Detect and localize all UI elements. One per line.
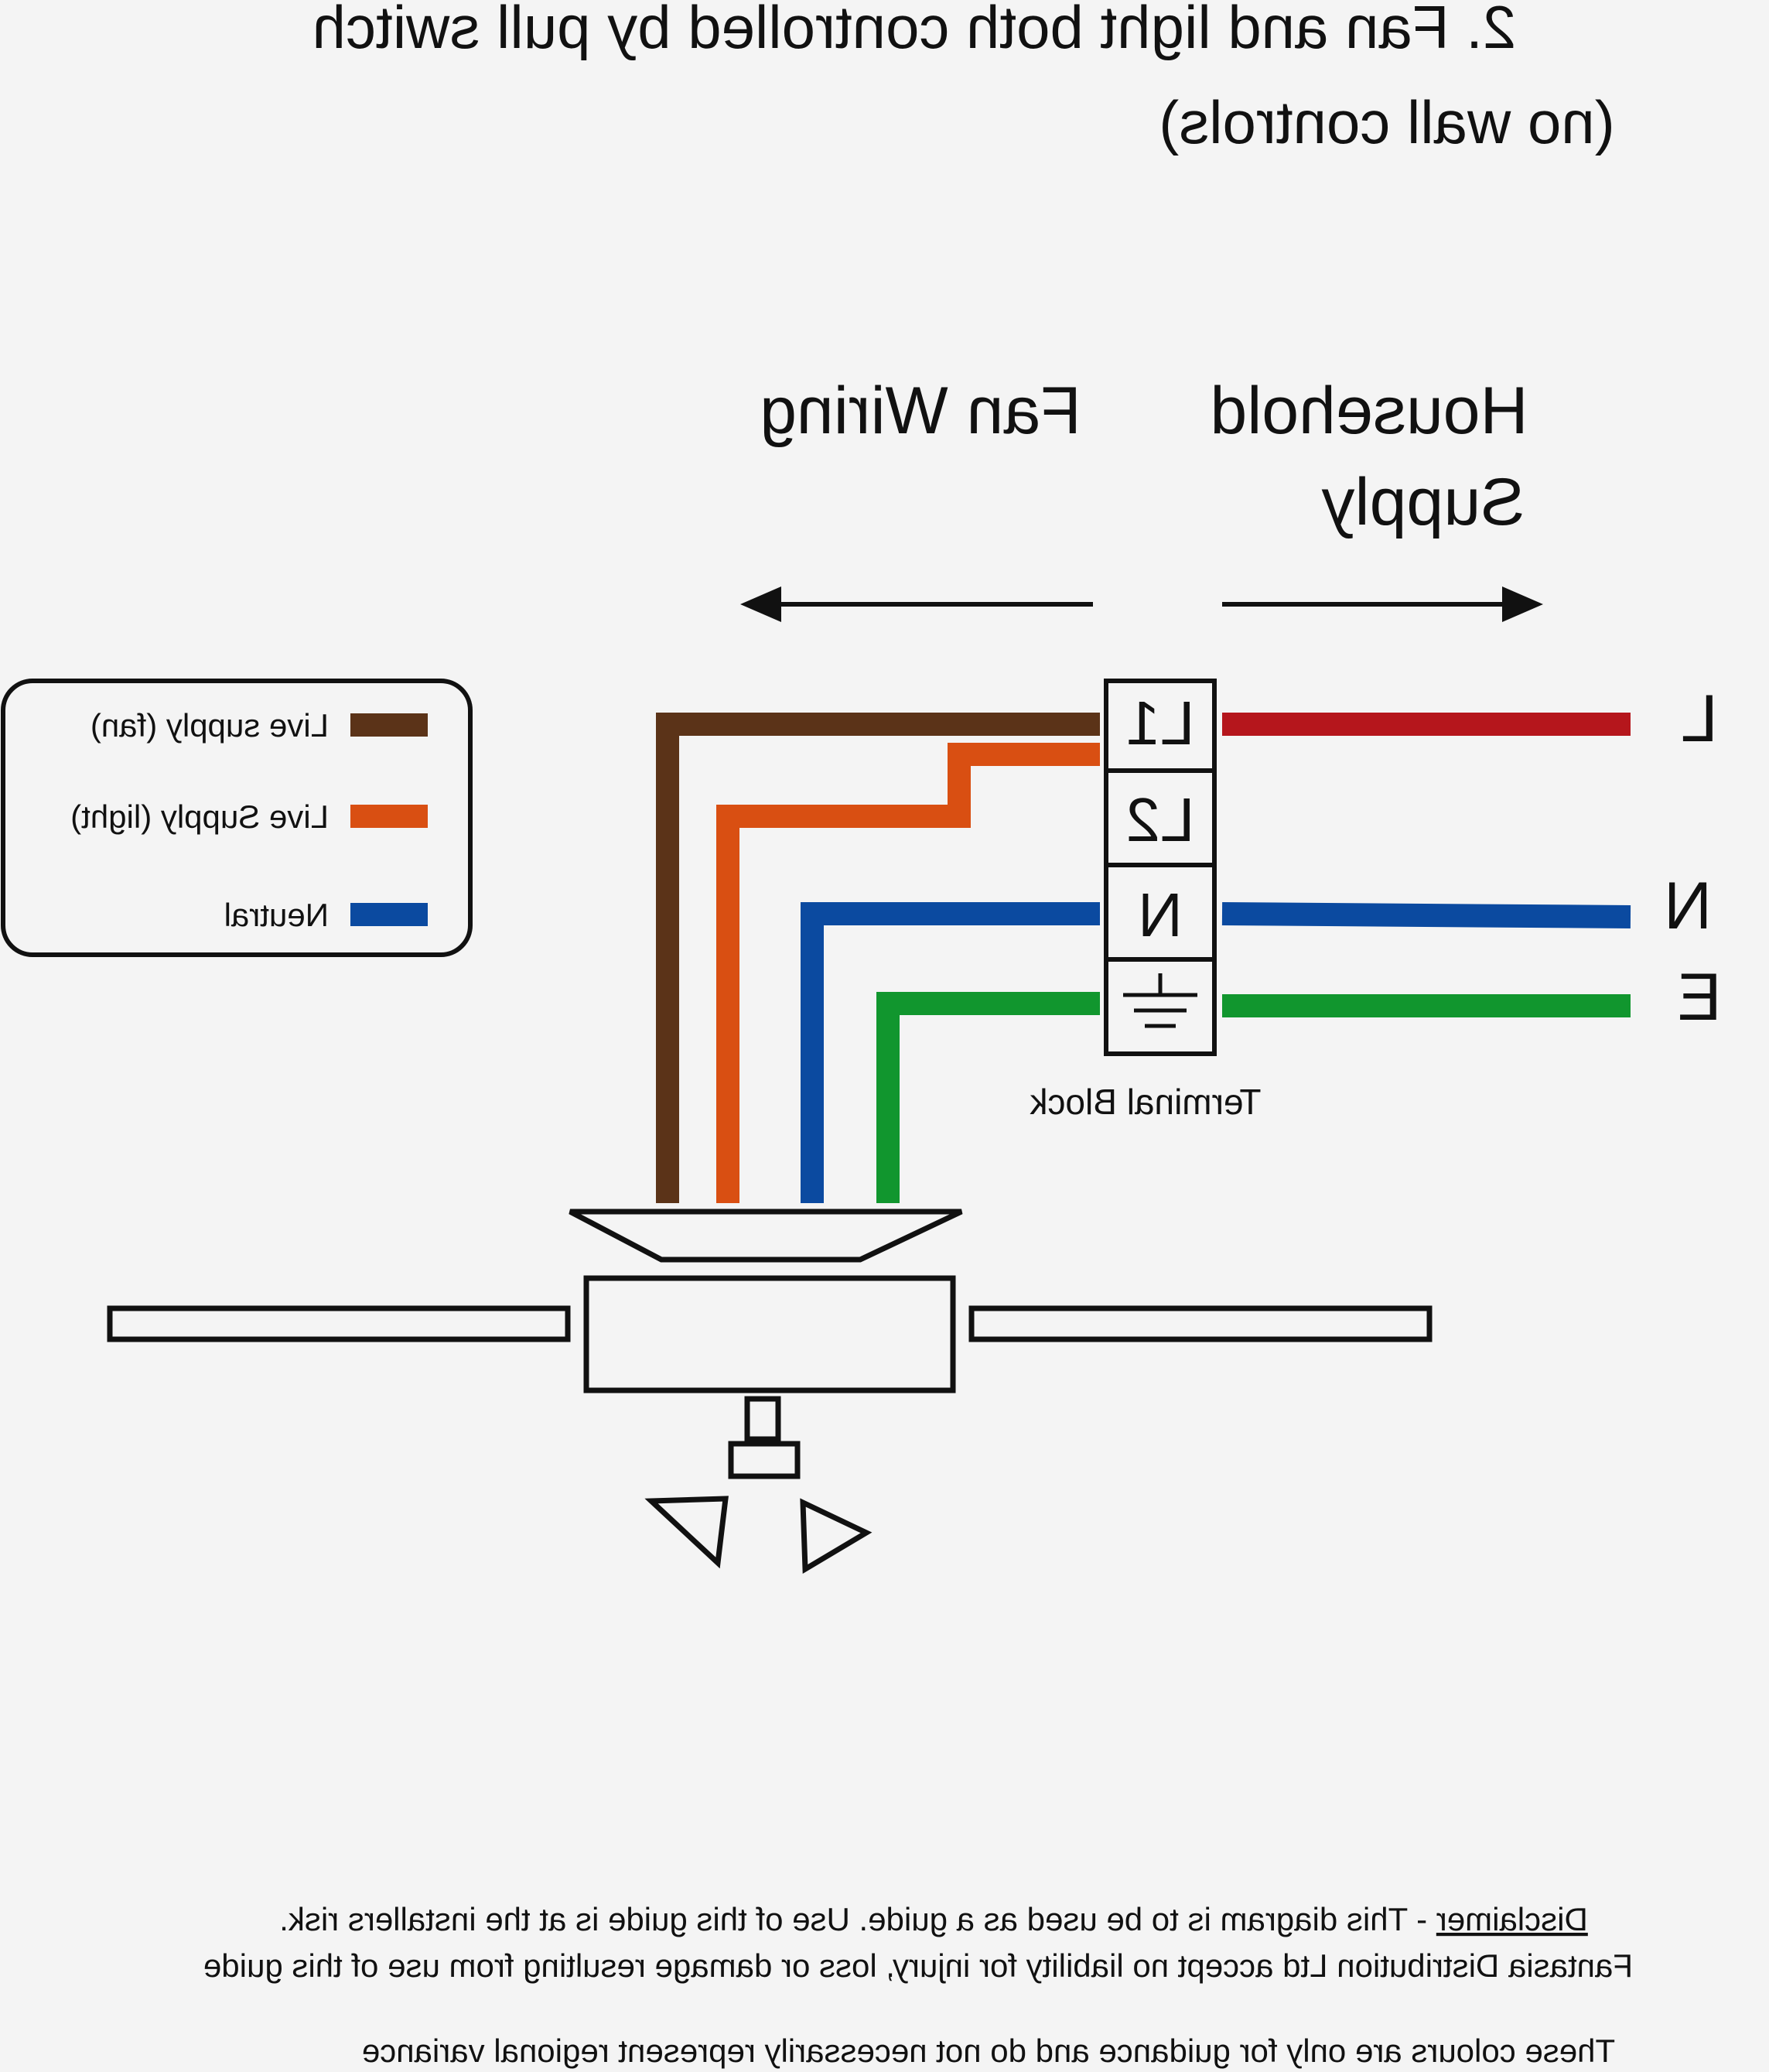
disclaimer-line1: Disclaimer - This diagram is to be used … xyxy=(279,1901,1588,1937)
fan-blade-left xyxy=(107,1305,571,1342)
ceiling-fan-icon xyxy=(107,1209,1433,1575)
supply-label-n: N xyxy=(1664,869,1712,943)
colour-note: These colours are only for guidance and … xyxy=(362,2033,1615,2069)
legend-label-neutral: Neutral xyxy=(224,897,329,933)
supply-label-e: E xyxy=(1677,960,1721,1034)
legend-box: Live supply (fan) Live Supply (light) Ne… xyxy=(1,679,473,957)
wire-supply-neutral xyxy=(1221,902,1631,928)
household-heading: Household xyxy=(1210,374,1528,448)
terminal-l1-label: L1 xyxy=(1126,689,1195,757)
legend-label-live-light: Live Supply (light) xyxy=(70,798,329,835)
diagram-title-line2: (no wall controls) xyxy=(1159,88,1615,156)
fan-light-shade-right xyxy=(800,1498,873,1575)
terminal-l2-label: L2 xyxy=(1126,785,1195,854)
legend-swatch-live-light xyxy=(350,805,428,828)
wire-live-fan xyxy=(656,713,1100,1203)
household-supply-arrow xyxy=(1222,586,1543,622)
fan-canopy xyxy=(569,1209,963,1263)
fan-light-fitting xyxy=(728,1441,801,1479)
diagram-title-line1: 2. Fan and light both controlled by pull… xyxy=(312,0,1517,61)
terminal-n-label: N xyxy=(1138,880,1183,949)
legend-label-live-fan: Live supply (fan) xyxy=(90,707,329,744)
legend-swatch-live-fan xyxy=(350,713,428,737)
supply-label-l: L xyxy=(1681,682,1718,756)
fan-wiring-arrow xyxy=(740,586,1093,622)
legend-swatch-neutral xyxy=(350,903,428,926)
fan-light-shade-left xyxy=(644,1496,729,1569)
fan-blade-right xyxy=(968,1305,1433,1342)
supply-heading: Supply xyxy=(1322,465,1525,539)
terminal-block-label: Terminal Block xyxy=(1029,1082,1261,1122)
terminal-block: L1 L2 N xyxy=(1104,679,1217,1056)
fan-wiring-heading: Fan Wiring xyxy=(760,374,1081,448)
disclaimer-heading: Disclaimer xyxy=(1436,1901,1588,1937)
disclaimer-text: - This diagram is to be used as a guide.… xyxy=(279,1901,1436,1937)
wire-live-light xyxy=(716,743,1100,1203)
earth-symbol-icon xyxy=(1123,973,1197,1028)
fan-motor-housing xyxy=(583,1275,956,1393)
disclaimer-line2: Fantasia Distribution Ltd accept no liab… xyxy=(203,1947,1633,1984)
wire-neutral-fan xyxy=(801,902,1100,1203)
fan-light-stem xyxy=(744,1396,781,1442)
wire-earth-fan xyxy=(876,992,1100,1203)
